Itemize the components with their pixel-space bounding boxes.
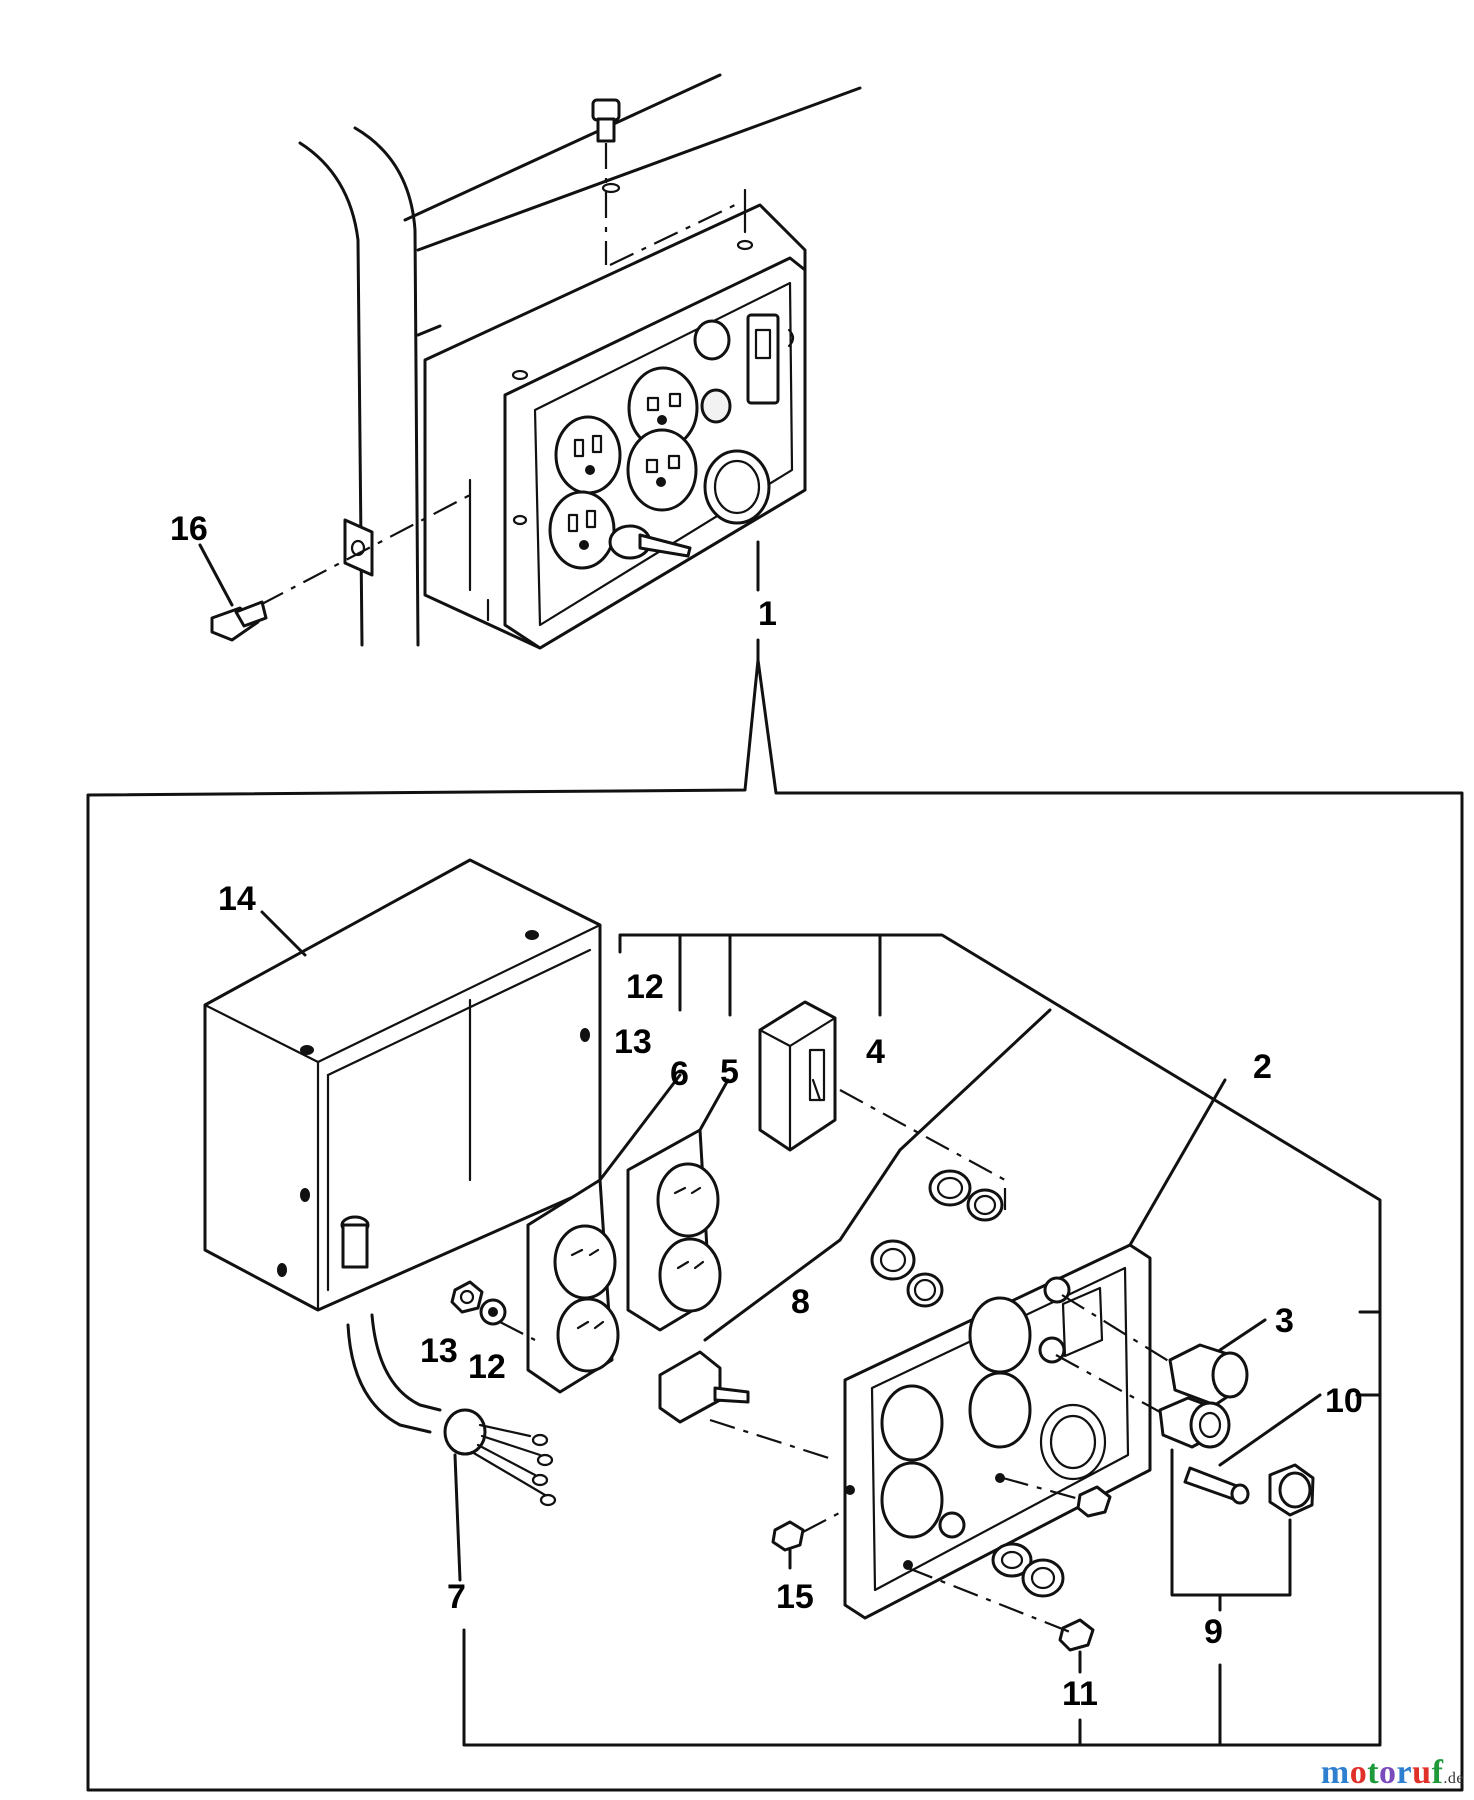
toggle-switch-8 xyxy=(658,1350,836,1462)
callout-7: 7 xyxy=(447,1578,466,1616)
leader-14 xyxy=(260,910,307,957)
upper-group-bracket xyxy=(462,933,1382,1747)
callout-13-upper: 13 xyxy=(614,1023,652,1061)
panel-nuts xyxy=(870,1169,1004,1308)
washer-12 xyxy=(479,1298,536,1341)
watermark-brand: motoruf xyxy=(1320,1754,1444,1791)
leader-group-8 xyxy=(703,1008,1052,1342)
front-panel-2 xyxy=(843,1078,1227,1620)
panel-screw-right xyxy=(1002,1476,1112,1518)
top-outlet-1 xyxy=(554,415,622,495)
fuse-holder-10 xyxy=(1055,1354,1322,1505)
callout-5: 5 xyxy=(720,1053,739,1091)
power-cable xyxy=(346,1313,557,1582)
screw-11 xyxy=(907,1566,1095,1674)
mounting-bracket xyxy=(343,518,374,577)
nut-13 xyxy=(450,1280,484,1314)
control-box-assembly xyxy=(423,188,807,650)
callout-6: 6 xyxy=(670,1055,689,1093)
watermark-tld: .de xyxy=(1443,1770,1464,1787)
callout-12-lower: 12 xyxy=(468,1348,506,1386)
side-mounting-bolt xyxy=(210,494,471,642)
top-meter xyxy=(703,449,771,525)
top-circuit-breaker xyxy=(746,313,795,405)
top-pilot-lamp xyxy=(693,319,732,424)
callout-labels: 1 2 3 4 5 6 7 8 9 10 11 12 12 13 13 14 1… xyxy=(170,510,1363,1713)
callout-2: 2 xyxy=(1253,1048,1272,1086)
leader-group-1 xyxy=(86,540,1464,1792)
top-mounting-bolt xyxy=(591,98,621,265)
callout-12-upper: 12 xyxy=(626,968,664,1006)
callout-8: 8 xyxy=(791,1283,810,1321)
callout-3: 3 xyxy=(1275,1302,1294,1340)
watermark-logo: motoruf.de xyxy=(1321,1754,1464,1792)
top-outlet-2 xyxy=(548,490,616,570)
generator-frame xyxy=(298,73,862,647)
callout-11: 11 xyxy=(1062,1675,1098,1713)
bottom-nuts xyxy=(991,1542,1065,1598)
leader-group-9 xyxy=(1078,1448,1292,1747)
callout-9: 9 xyxy=(1204,1613,1223,1651)
callout-10: 10 xyxy=(1325,1382,1363,1420)
callout-1: 1 xyxy=(758,595,777,633)
circuit-breaker-4 xyxy=(758,1000,1007,1210)
pilot-lamp-3 xyxy=(1061,1294,1267,1407)
top-outlet-4 xyxy=(626,428,698,512)
callout-13-lower: 13 xyxy=(420,1332,458,1370)
fuse-cap xyxy=(1268,1463,1315,1517)
box-housing xyxy=(203,858,602,1312)
screw-15 xyxy=(771,1509,846,1570)
outlet-receptacle-5 xyxy=(626,1078,730,1332)
top-toggle-switch xyxy=(608,524,692,560)
callout-4: 4 xyxy=(866,1033,885,1071)
outlet-receptacle-6 xyxy=(526,1073,682,1394)
callout-14: 14 xyxy=(218,880,256,918)
leader-16 xyxy=(198,543,234,607)
callout-15: 15 xyxy=(776,1578,814,1616)
callout-16: 16 xyxy=(170,510,208,548)
